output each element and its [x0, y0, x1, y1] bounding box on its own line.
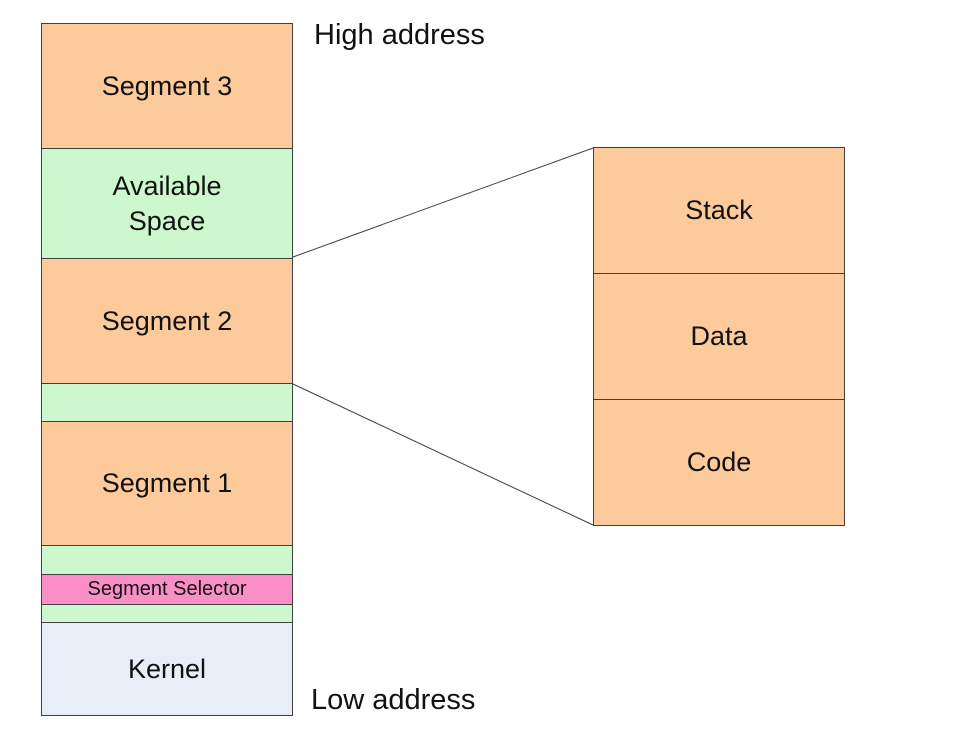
data-block: Data	[593, 273, 845, 400]
code-block: Code	[593, 399, 845, 526]
segment-selector-label: Segment Selector	[87, 577, 247, 600]
segment-detail-column: Stack Data Code	[593, 147, 845, 526]
segment-2-label: Segment 2	[101, 305, 233, 336]
available-space-label: Available Space	[112, 171, 222, 236]
high-address-label: High address	[314, 19, 485, 51]
segment-selector-block: Segment Selector	[41, 574, 293, 605]
stack-label: Stack	[685, 195, 753, 226]
segment-1-block: Segment 1	[41, 421, 293, 546]
connector-line-bottom	[292, 383, 594, 526]
connector-line-top	[292, 147, 594, 258]
kernel-label: Kernel	[127, 653, 207, 684]
available-space-strip	[41, 383, 293, 422]
available-space-strip	[41, 545, 293, 575]
memory-layout-column: Segment 3 Available Space Segment 2 Segm…	[41, 23, 293, 716]
segment-3-label: Segment 3	[101, 70, 233, 101]
low-address-label: Low address	[311, 684, 476, 716]
stack-block: Stack	[593, 147, 845, 274]
available-space-block: Available Space	[41, 148, 293, 259]
kernel-block: Kernel	[41, 622, 293, 716]
code-label: Code	[686, 447, 752, 478]
segment-3-block: Segment 3	[41, 23, 293, 149]
data-label: Data	[690, 321, 748, 352]
segment-1-label: Segment 1	[101, 468, 233, 499]
segment-2-block: Segment 2	[41, 258, 293, 384]
available-space-strip	[41, 604, 293, 623]
